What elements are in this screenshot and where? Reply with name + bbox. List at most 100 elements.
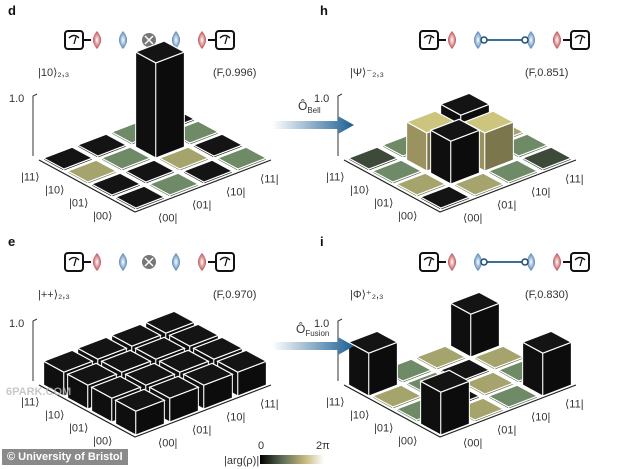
matrix-bar [415,345,467,371]
bra-label: ⟨01| [192,425,211,437]
ket-label: |11⟩ [326,172,345,184]
qubit-node-icon [480,258,488,266]
bar-top-face [124,362,176,386]
bell-operator-label: ÔBell [298,98,321,115]
bar-top-face [158,146,210,170]
bra-label: ⟨10| [226,412,245,424]
bar-top-face [347,330,399,354]
z-axis-label: 1.0 [314,93,329,105]
ket-label: |00⟩ [398,436,417,448]
matrix-bar [487,159,539,185]
meter-icon [570,252,590,272]
red-lens-icon [448,253,456,271]
blue-lens-icon [119,31,127,49]
matrix-bar [182,159,234,185]
matrix-bar [521,330,573,397]
fidelity-label: (F,0.851) [525,67,568,79]
bra-label: ⟨11| [565,174,584,186]
bra-label: ⟨11| [260,399,279,411]
bar-top-face [419,369,471,393]
meter-needle [574,34,586,45]
panel-letter: d [8,3,16,18]
cross-mark [144,257,154,267]
arrow-shape [272,116,354,134]
bar-top-face [473,345,525,369]
bar-top-face [100,146,152,170]
bar-top-face [76,133,128,157]
base-axes [343,384,577,438]
matrix-bar [134,40,186,159]
circuit-diagram [64,252,235,272]
blue-lens-icon [527,253,535,271]
bar-top-face [192,336,244,360]
matrix-bar [347,146,399,172]
bar-top-face [42,349,94,373]
bar-top-face [415,345,467,369]
red-lens-icon [198,31,206,49]
red-lens-icon [93,253,101,271]
credit-badge: © University of Bristol [2,449,128,465]
panel-letter: h [320,3,328,18]
bar-top-face [487,384,539,408]
bar-top-face [419,185,471,209]
matrix-bar [419,369,471,436]
matrix-bar [76,133,128,159]
panel-i: i|Φ⟩⁺₂,₃(F,0.830)1.0|00⟩⟨00||01⟩⟨01||10⟩… [314,234,590,450]
red-lens-icon [553,253,561,271]
ket-label: |01⟩ [69,423,88,435]
ket-label: |10⟩ [45,410,64,422]
matrix-bar [419,185,471,211]
bra-label: ⟨10| [531,187,550,199]
circuit-diagram [64,30,235,50]
state-label: |++⟩₂,₃ [38,289,70,301]
bar-top-face [90,172,142,196]
z-axis-label: 1.0 [9,318,24,330]
bar-top-face [216,349,268,373]
bar-top-face [42,146,94,170]
qubit-node-icon [480,36,488,44]
bell-operator-arrow: ÔBell [272,98,354,134]
fidelity-label: (F,0.996) [213,67,256,79]
meter-icon [215,30,235,50]
ket-label: |01⟩ [69,198,88,210]
bar-top-face [114,185,166,209]
meter-icon [215,252,235,272]
base-axes [38,384,272,438]
bar-left-face [135,51,157,159]
meter-icon [419,30,439,50]
matrix-bar [192,133,244,159]
bar-top-face [158,349,210,373]
ket-label: |00⟩ [93,211,112,223]
base-axes [38,159,272,213]
bar-top-face [76,336,128,360]
bar-top-face [347,146,399,170]
ket-label: |10⟩ [350,185,369,197]
fidelity-label: (F,0.830) [525,289,568,301]
bar-top-face [182,362,234,386]
meter-needle [219,256,231,267]
bar-top-face [148,172,200,196]
bar-top-face [114,388,166,412]
bar-top-face [521,330,573,354]
bar-top-face [66,362,118,386]
z-axis [32,318,38,381]
matrix-bar [42,146,94,172]
ket-label: |00⟩ [93,436,112,448]
matrix-bar [158,146,210,172]
bra-label: ⟨10| [531,412,550,424]
qubit-node-icon [521,258,529,266]
matrix-bar [463,371,515,397]
meter-needle [423,256,435,267]
matrix-bar [453,172,505,198]
ket-label: |00⟩ [398,211,417,223]
colorbar-min: 0 [258,440,264,452]
blue-lens-icon [474,31,482,49]
z-axis [32,93,38,156]
matrix-bar [114,185,166,211]
bar-top-face [168,323,220,347]
bar-top-face [144,310,196,334]
matrix-bar [521,146,573,172]
meter-needle [219,34,231,45]
state-label: |Ψ⟩⁻₂,₃ [350,67,384,79]
